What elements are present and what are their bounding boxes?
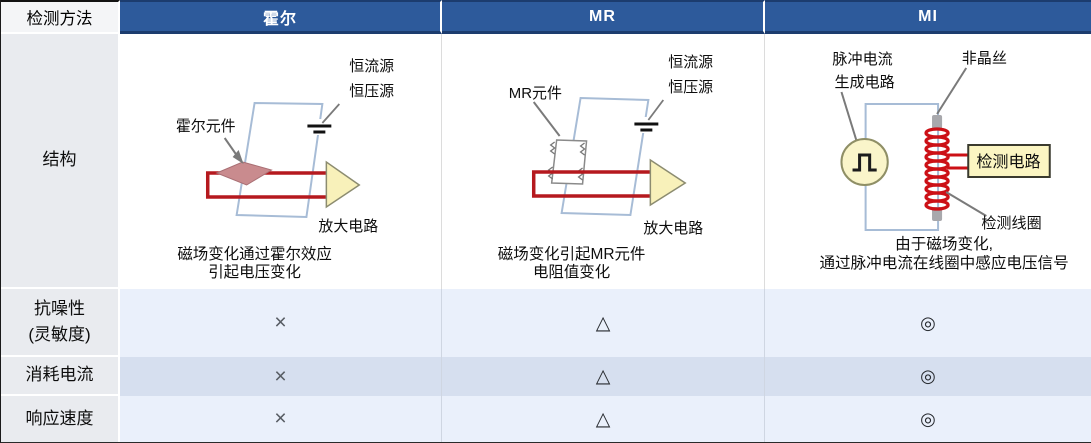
wire-cap-top bbox=[932, 115, 943, 129]
hall-element-shape bbox=[215, 161, 273, 186]
amorphous-wire-label: 非晶丝 bbox=[962, 50, 1007, 67]
mr-caption-line2: 电阻值变化 bbox=[533, 263, 610, 281]
noise-rating-mr: △ bbox=[442, 289, 765, 357]
mr-zigzag-top-left bbox=[549, 141, 556, 155]
source-label-line2: 恒压源 bbox=[668, 79, 713, 96]
mr-zigzag-top-right bbox=[579, 142, 586, 156]
amp-label: 放大电路 bbox=[318, 218, 378, 235]
hall-element-leader-arrowhead bbox=[232, 150, 244, 164]
detection-coil bbox=[924, 127, 950, 211]
mr-wire-loop bbox=[531, 170, 651, 198]
response-rating-mr: △ bbox=[442, 396, 765, 442]
noise-rating-mi: ◎ bbox=[765, 289, 1091, 357]
row-label-response: 响应速度 bbox=[1, 396, 120, 442]
row-label-noise: 抗噪性 (灵敏度) bbox=[1, 289, 120, 357]
coil-label-leader-line bbox=[945, 191, 987, 217]
structure-label-text: 结构 bbox=[42, 150, 77, 170]
amplifier-triangle bbox=[649, 158, 687, 207]
header-method-label: 检测方法 bbox=[1, 0, 120, 34]
mr-element-leader-line bbox=[532, 101, 561, 137]
hall-element-label: 霍尔元件 bbox=[176, 118, 236, 135]
hall-caption-line1: 磁场变化通过霍尔效应 bbox=[177, 244, 331, 263]
coil-label: 检测线圈 bbox=[981, 215, 1041, 232]
pulse-generator-circle bbox=[840, 138, 889, 186]
source-label-line1: 恒流源 bbox=[668, 54, 713, 71]
mi-caption-line2: 通过脉冲电流在线圈中感应电压信号 bbox=[819, 253, 1068, 272]
source-label-line2: 恒压源 bbox=[349, 83, 394, 100]
hall-circuit-diagram: 霍尔元件 恒流源 恒压源 放大电路 磁场变化通过霍尔效应 引起电压变化 bbox=[176, 58, 394, 281]
amplifier-triangle bbox=[325, 160, 361, 209]
source-label-line1: 恒流源 bbox=[349, 58, 394, 75]
detect-circuit-box bbox=[967, 144, 1051, 178]
row-label-structure: 结构 bbox=[1, 34, 120, 289]
current-rating-hall: × bbox=[120, 357, 442, 396]
source-leader-line bbox=[647, 99, 665, 121]
noise-rating-hall: × bbox=[120, 289, 442, 357]
structure-hall-cell: 霍尔元件 恒流源 恒压源 放大电路 磁场变化通过霍尔效应 引起电压变化 bbox=[120, 34, 442, 289]
current-rating-mi: ◎ bbox=[765, 357, 1091, 396]
mr-caption-line1: 磁场变化引起MR元件 bbox=[498, 245, 646, 263]
mi-circuit-diagram: 检测电路 脉冲电流 生成电路 非晶丝 检测线圈 由于磁场变化, 通过脉冲电流在线… bbox=[819, 50, 1068, 272]
noise-label-line1: 抗噪性 bbox=[34, 298, 85, 318]
mi-caption-line1: 由于磁场变化, bbox=[895, 235, 993, 253]
row-label-current: 消耗电流 bbox=[1, 357, 120, 396]
structure-mi-cell: 检测电路 脉冲电流 生成电路 非晶丝 检测线圈 由于磁场变化, 通过脉冲电流在线… bbox=[765, 34, 1091, 289]
structure-mr-cell: MR元件 恒流源 恒压源 放大电路 磁场变化引起MR元件 电阻值变化 bbox=[442, 34, 765, 289]
noise-label-line2: (灵敏度) bbox=[28, 325, 91, 344]
header-col-mi: MI bbox=[765, 0, 1091, 34]
source-leader-line bbox=[321, 103, 340, 124]
mr-element-label: MR元件 bbox=[509, 85, 562, 102]
amorphous-wire-leader-line bbox=[936, 67, 968, 115]
current-label-text: 消耗电流 bbox=[25, 365, 94, 385]
response-label-text: 响应速度 bbox=[25, 408, 94, 428]
mr-zigzag-bottom-right bbox=[577, 167, 584, 181]
amp-label: 放大电路 bbox=[643, 220, 703, 237]
pulse-label-line1: 脉冲电流 bbox=[832, 51, 892, 68]
header-col-hall: 霍尔 bbox=[120, 0, 442, 34]
response-rating-hall: × bbox=[120, 396, 442, 442]
detect-circuit-label: 检测电路 bbox=[976, 153, 1040, 171]
pulse-label-line2: 生成电路 bbox=[834, 74, 894, 91]
current-rating-mr: △ bbox=[442, 357, 765, 396]
hall-caption-line2: 引起电压变化 bbox=[208, 263, 301, 281]
header-col-mr: MR bbox=[442, 0, 765, 34]
pulse-waveform-glyph bbox=[852, 153, 877, 172]
response-rating-mi: ◎ bbox=[765, 396, 1091, 442]
mr-circuit-diagram: MR元件 恒流源 恒压源 放大电路 磁场变化引起MR元件 电阻值变化 bbox=[498, 54, 713, 281]
